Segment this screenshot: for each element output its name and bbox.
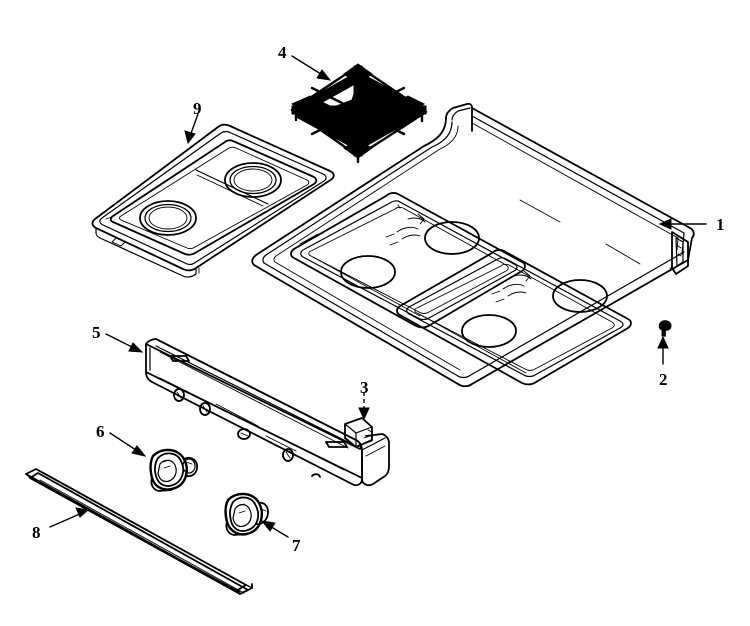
callout-label-6: 6 (96, 422, 105, 441)
part-control-panel (145, 338, 390, 487)
callout-label-5: 5 (92, 323, 101, 342)
leader-3 (358, 392, 370, 421)
leader-5 (105, 333, 144, 353)
callout-label-3: 3 (360, 378, 369, 397)
part-trim-rail (25, 468, 253, 595)
leader-4 (291, 55, 332, 81)
leader-6 (109, 432, 147, 457)
callout-label-7: 7 (292, 536, 301, 555)
callout-label-4: 4 (278, 43, 287, 62)
callout-label-1: 1 (716, 215, 725, 234)
part-burner-grate (290, 63, 428, 164)
leader-1 (658, 218, 707, 230)
part-control-knob-left (149, 448, 199, 492)
callout-label-2: 2 (659, 370, 668, 389)
leader-7 (260, 520, 289, 538)
callout-leaders (49, 55, 707, 538)
callout-label-8: 8 (32, 523, 41, 542)
part-control-knob-right (224, 492, 269, 536)
part-burner-box (91, 123, 335, 278)
part-screw-fastener (658, 320, 672, 337)
leader-9 (184, 113, 199, 145)
leader-2 (657, 335, 669, 365)
callout-label-9: 9 (193, 99, 202, 118)
leader-8 (49, 507, 90, 528)
burner-well-front (396, 249, 632, 386)
part-main-cooktop (251, 102, 695, 388)
